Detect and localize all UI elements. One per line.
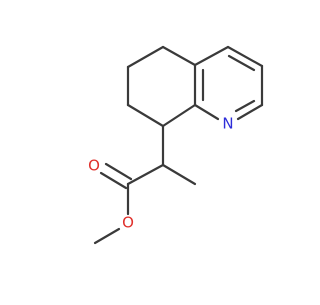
bond-c6-c5 [126,45,165,69]
tetrahydro-ring [126,45,197,128]
bond-calpha-carbonyl [126,163,165,186]
ester-oxygen-label: O [122,214,134,232]
carbonyl-oxygen-label: O [88,157,100,175]
bond-c4a-c4 [193,45,230,67]
molecule-canvas: N O O [88,45,264,245]
structure-diagram: N O O [88,45,264,245]
bond-c4-c3 [226,45,264,68]
bond-c5-c4a [161,45,197,67]
bond-calpha-methyl [161,163,197,186]
pyridine-ring [193,45,264,121]
bond-c2-n1-inner [234,99,256,113]
bond-c8a-c8 [161,103,197,128]
nitrogen-atom-label: N [222,115,233,133]
bond-c8-c7 [126,103,165,128]
bond-n1-c8a [193,103,220,121]
side-chain [93,124,197,245]
bond-carbonyl-o-double-b [99,171,128,190]
bond-carbonyl-o-double-a [104,162,133,181]
bond-c4-c3-inner [227,54,256,72]
bond-c2-n1 [236,103,264,121]
bond-ester-o-methyl [93,227,121,245]
